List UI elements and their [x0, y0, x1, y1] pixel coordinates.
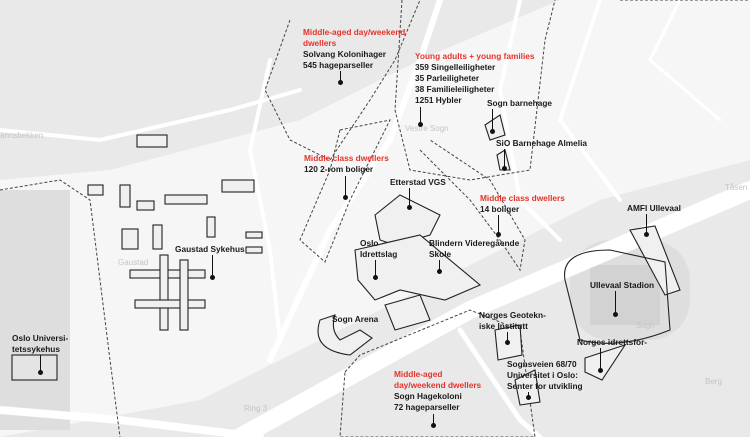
pin-line [504, 149, 505, 168]
pin-dot[interactable] [38, 370, 43, 375]
label-line: Solvang Kolonihager [303, 49, 386, 59]
pin-line [433, 414, 434, 425]
pin-line [345, 176, 346, 197]
label-gaustad: Gaustad Sykehus [175, 244, 245, 254]
label-sogn-arena: Sogn Arena [332, 314, 379, 324]
group-label: Middle class dwellers [304, 153, 389, 163]
place-ring3: Ring 3 [244, 404, 268, 413]
pin-line [498, 215, 499, 234]
group-label: day/weekend dwellers [394, 380, 482, 390]
pin-dot[interactable] [407, 205, 412, 210]
label-line: 545 hageparseller [303, 60, 374, 70]
label-stadion: Ullevaal Stadion [590, 280, 655, 290]
label-line: Skole [429, 249, 452, 259]
label-oslo-il: Oslo Idrettslag [360, 238, 397, 260]
label-blindern: Blindern Videregående Skole [429, 238, 519, 260]
label-line: 35 Parleiligheter [415, 73, 480, 83]
pin-dot[interactable] [373, 275, 378, 280]
label-line: Oslo [360, 238, 379, 248]
label-line: tetssykehus [12, 344, 60, 354]
label-line: 38 Familieleiligheter [415, 84, 495, 94]
label-ngi: Norges Geotekn- iske Institutt [479, 310, 546, 332]
label-etterstad: Etterstad VGS [390, 177, 446, 187]
pin-dot[interactable] [418, 122, 423, 127]
pin-line [646, 214, 647, 234]
label-line: Blindern Videregående [429, 238, 520, 248]
label-line: 359 Singelleiligheter [415, 62, 496, 72]
pin-line [507, 332, 508, 342]
pin-dot[interactable] [338, 80, 343, 85]
label-line: Norges Geotekn- [479, 310, 546, 320]
place-annsbekken: annsbekken [0, 131, 44, 140]
group-label: Middle-aged [394, 369, 443, 379]
label-vestre-sogn: Young adults + young families 359 Singel… [415, 51, 534, 106]
pin-dot[interactable] [490, 129, 495, 134]
place-berg: Berg [705, 377, 722, 386]
label-solvang: Middle-aged day/weekend dwellers Solvang… [303, 27, 413, 71]
label-sognsveien: Sognsveien 68/70 Universitet i Oslo: Sen… [507, 359, 583, 392]
label-line: 1251 Hybler [415, 95, 462, 105]
pin-dot[interactable] [526, 395, 531, 400]
pin-line [528, 392, 529, 397]
label-line: Oslo Universi- [12, 333, 69, 343]
place-tasen: Tåsen [725, 183, 748, 192]
group-label: Middle-aged day/weekend dwellers [303, 27, 406, 48]
pin-line [492, 109, 493, 131]
pin-dot[interactable] [502, 166, 507, 171]
pin-line [420, 107, 421, 124]
label-line: Senter for utvikling [507, 381, 583, 391]
pin-line [615, 291, 616, 314]
place-vestre-sogn: Vestre Sogn [405, 124, 449, 133]
label-two-room: Middle class dwellers 120 2-rom boliger [304, 153, 389, 175]
pin-dot[interactable] [644, 232, 649, 237]
buildings [11, 114, 681, 406]
label-nif: Norges idrettsfor- [577, 337, 648, 347]
pin-dot[interactable] [505, 340, 510, 345]
place-gaustad: Gaustad [118, 258, 149, 267]
label-ous: Oslo Universi- tetssykehus [12, 333, 68, 355]
label-line: 72 hageparseller [394, 402, 460, 412]
label-line: Universitet i Oslo: [507, 370, 579, 380]
pin-line [409, 188, 410, 207]
group-label: Young adults + young families [415, 51, 535, 61]
label-hagekoloni: Middle-aged day/weekend dwellers Sogn Ha… [394, 369, 481, 413]
label-line: Idrettslag [360, 249, 398, 259]
label-line: Sognsveien 68/70 [507, 359, 577, 369]
pin-line [439, 260, 440, 271]
pin-dot[interactable] [613, 312, 618, 317]
pin-dot[interactable] [598, 368, 603, 373]
pin-dot[interactable] [496, 232, 501, 237]
label-line: iske Institutt [479, 321, 528, 331]
pin-dot[interactable] [343, 195, 348, 200]
label-sogn-barnehage: Sogn barnehage [487, 98, 553, 108]
label-line: Sogn Hagekoloni [394, 391, 462, 401]
pin-line [340, 71, 341, 82]
group-label: Middle class dwellers [480, 193, 565, 203]
label-line: 120 2-rom boliger [304, 164, 374, 174]
pin-dot[interactable] [210, 275, 215, 280]
pin-line [600, 348, 601, 370]
label-fourteen: Middle class dwellers 14 boliger [480, 193, 565, 215]
pin-line [40, 355, 41, 372]
place-sogn: Sogn [636, 321, 655, 330]
label-line: 14 boliger [480, 204, 520, 214]
label-sio-barnehage: SiO Barnehage Almelia [496, 138, 587, 148]
pin-dot[interactable] [431, 423, 436, 428]
pin-line [212, 255, 213, 277]
pin-line [375, 260, 376, 277]
label-amfi: AMFI Ullevaal [627, 203, 681, 213]
pin-dot[interactable] [437, 269, 442, 274]
